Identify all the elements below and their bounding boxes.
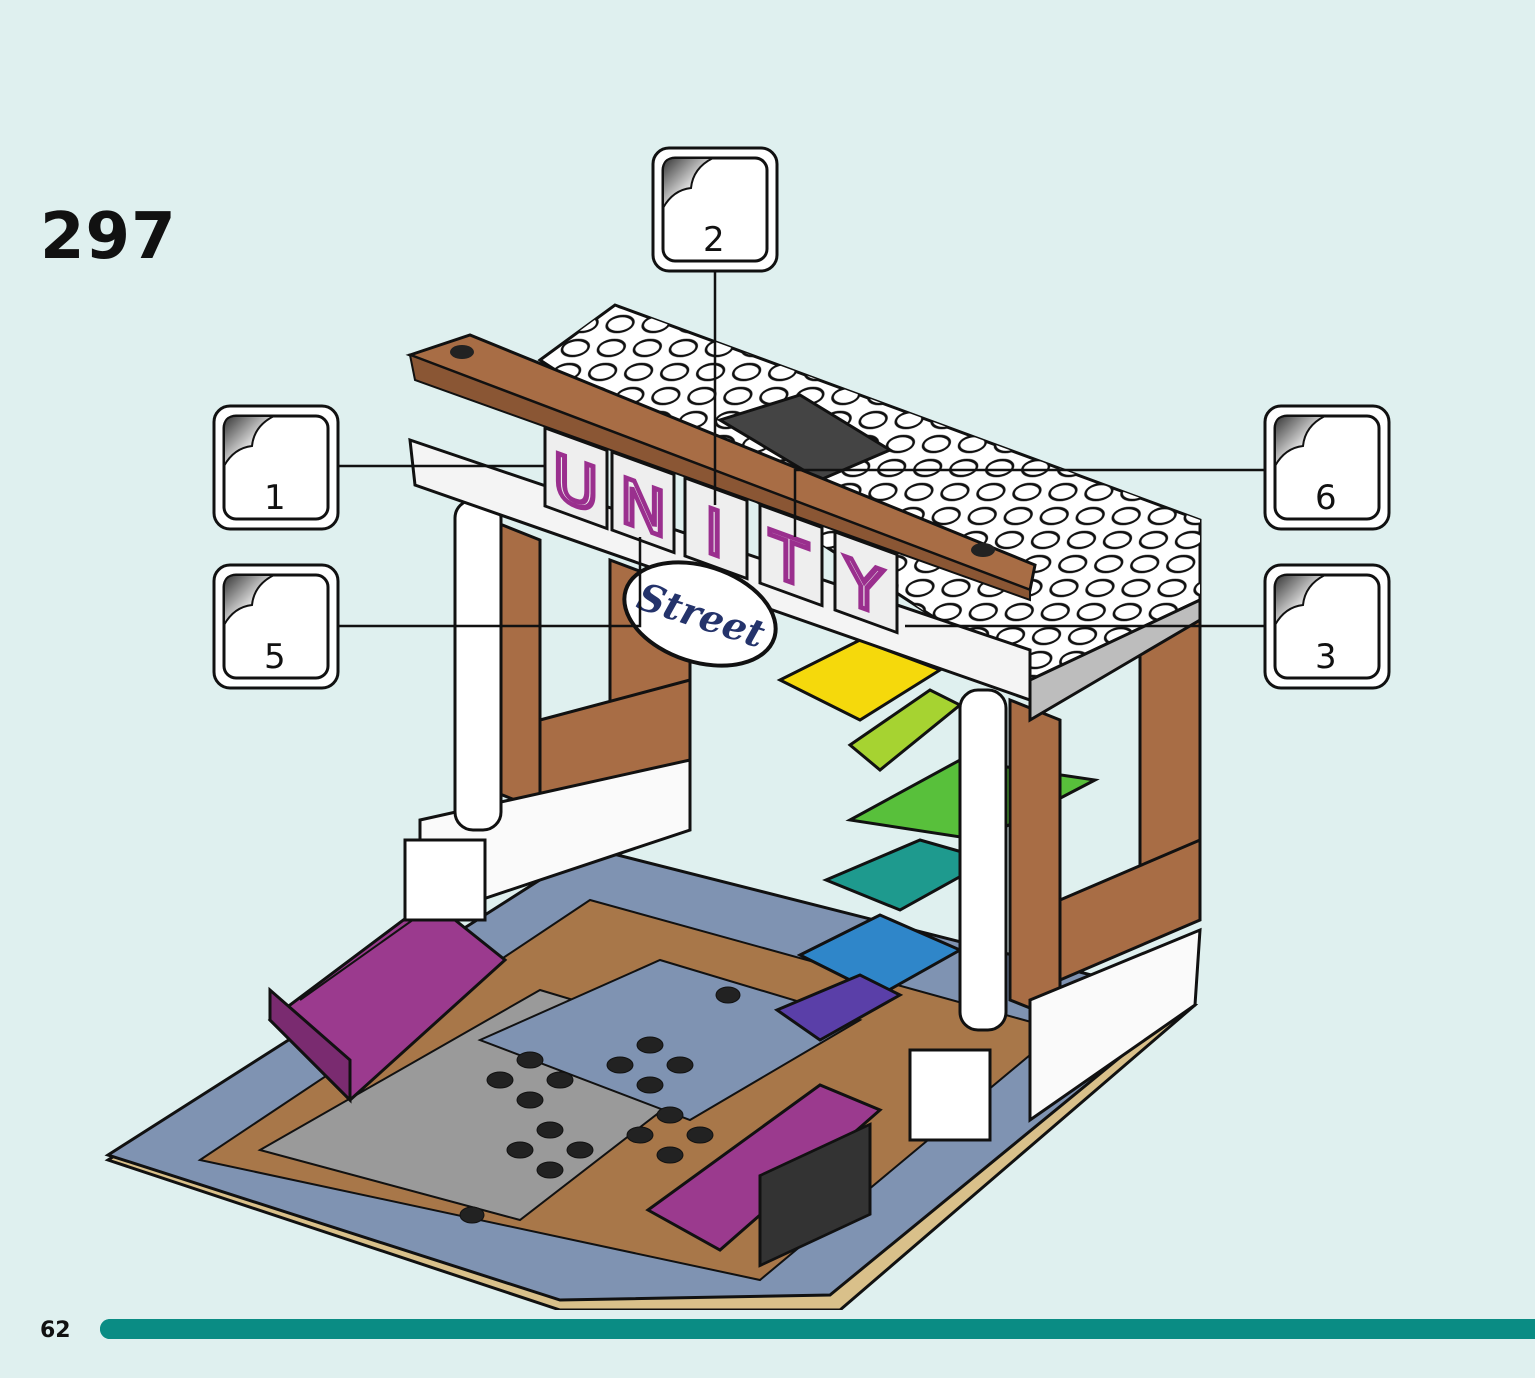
model-illustration: U N I T Y Street 2: [104, 146, 1391, 1310]
progress-bar: [100, 1319, 1535, 1339]
callout-6: 6: [1263, 404, 1391, 531]
callout-2: 2: [651, 146, 779, 273]
callout-5: 5: [212, 563, 340, 690]
roof-plate: [537, 303, 1202, 723]
unity-sign: U N I T Y: [543, 425, 899, 635]
step-number: 297: [40, 200, 177, 274]
page-number: 62: [40, 1318, 71, 1343]
right-window-frame: [1008, 617, 1202, 1123]
callout-2-label: 2: [703, 220, 725, 260]
progress-fill: [100, 1319, 1535, 1339]
callout-5-label: 5: [264, 637, 286, 677]
sign-letter-i: I: [705, 495, 723, 573]
callout-6-label: 6: [1315, 478, 1337, 518]
street-sign: Street: [622, 560, 778, 668]
right-column: [908, 688, 1008, 1142]
callout-3-label: 3: [1315, 637, 1337, 677]
bench-left: [267, 889, 508, 1104]
callout-1-label: 1: [264, 478, 286, 518]
callout-leader-lines: [338, 272, 1265, 628]
sign-letter-y: Y: [844, 545, 884, 631]
bench-right: [645, 1083, 883, 1268]
callout-3: 3: [1263, 563, 1391, 690]
sign-letter-t: T: [769, 518, 809, 604]
callout-1: 1: [212, 404, 340, 531]
